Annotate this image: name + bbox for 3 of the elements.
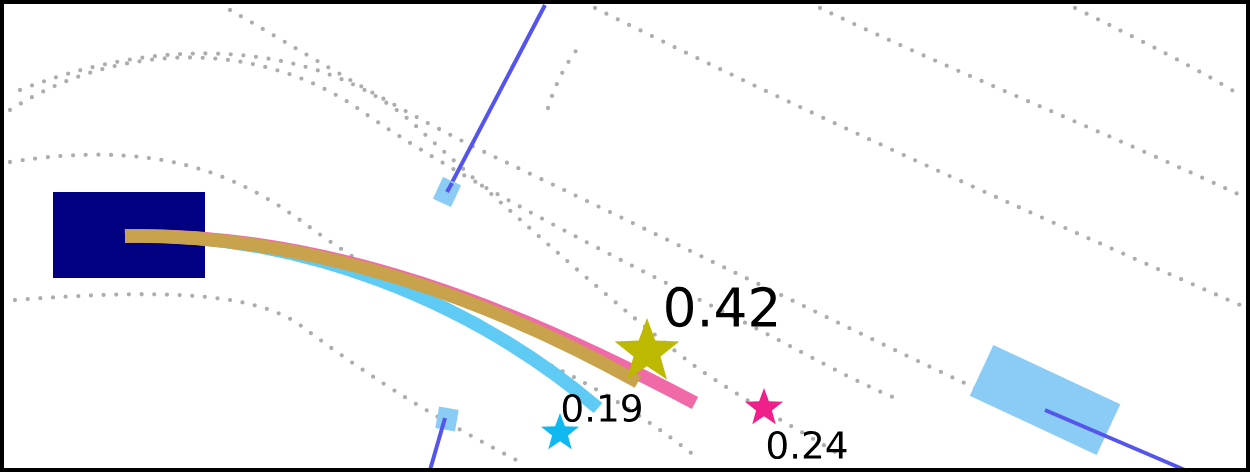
score-label: 0.24 [767,430,847,460]
score-label: 0.42 [666,286,776,328]
score-label: 0.19 [562,393,641,423]
